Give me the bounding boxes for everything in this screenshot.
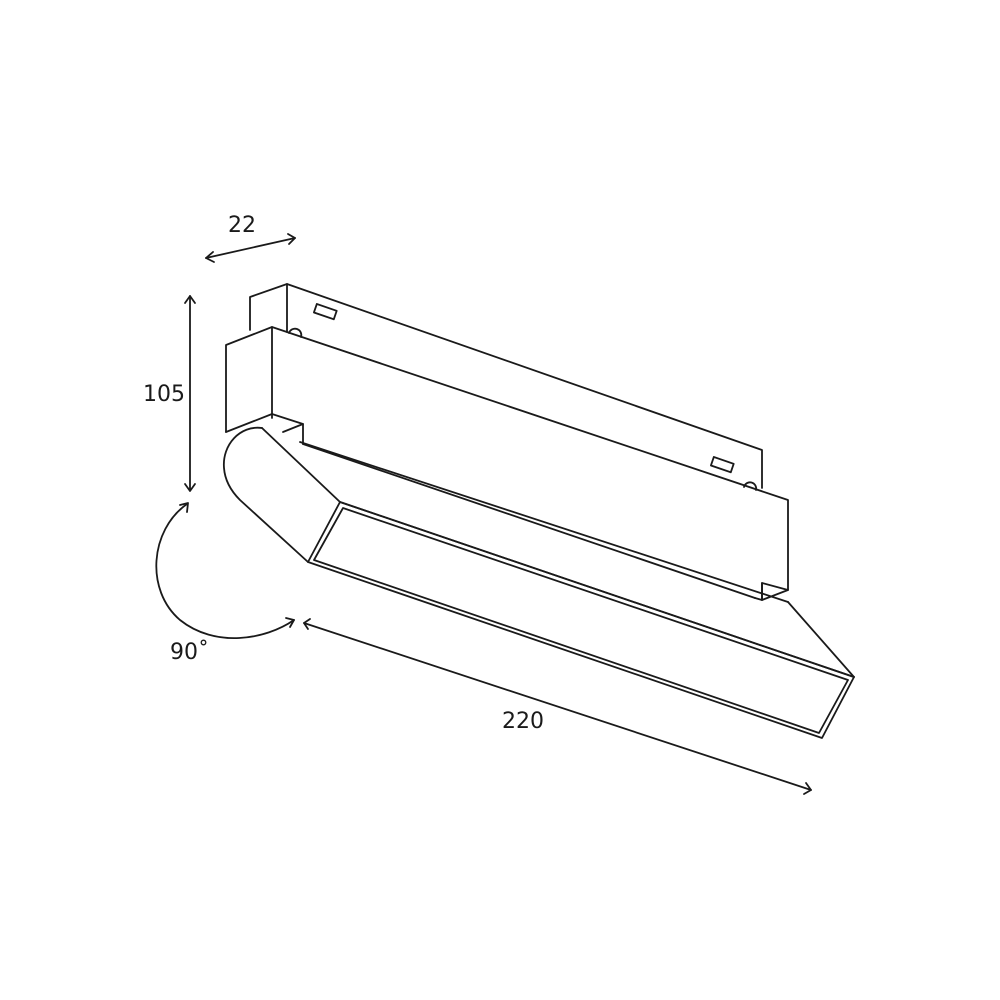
length-dimension-label: 220 bbox=[502, 709, 544, 734]
height-dimension-label: 105 bbox=[143, 382, 185, 407]
housing-body bbox=[225, 326, 789, 601]
dimension-length bbox=[303, 618, 812, 795]
adapter-slot-left bbox=[313, 303, 338, 321]
dimension-height bbox=[184, 295, 196, 492]
adapter-slot-right bbox=[710, 456, 735, 474]
rotation-dimension-label: 90˚ bbox=[170, 640, 209, 665]
dimension-rotation-arc bbox=[155, 502, 295, 639]
depth-dimension-label: 22 bbox=[228, 213, 256, 238]
rotating-head bbox=[223, 426, 855, 739]
adapter-pin-left bbox=[288, 327, 303, 338]
dimension-depth bbox=[205, 233, 296, 263]
track-adapter bbox=[249, 283, 763, 491]
